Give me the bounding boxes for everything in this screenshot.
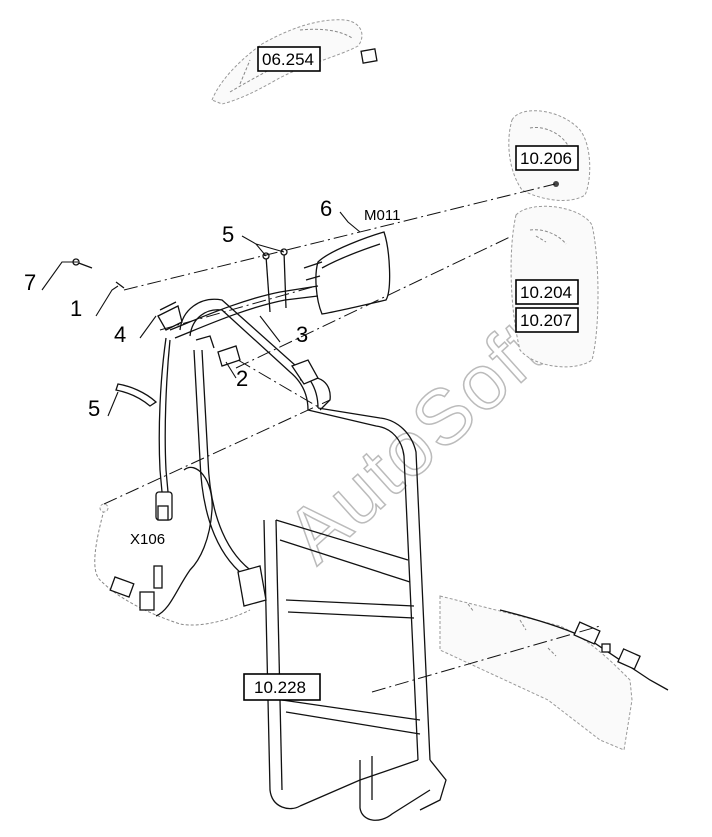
ref-box-10-207[interactable]: 10.207 (515, 307, 579, 333)
callout-5-top: 5 (222, 222, 234, 247)
callout-5-left: 5 (88, 396, 100, 421)
callout-3: 3 (296, 322, 308, 347)
ref-box-06-254[interactable]: 06.254 (257, 46, 321, 72)
bracket-4 (157, 301, 183, 331)
leader-lines (41, 211, 361, 417)
svg-text:10.206: 10.206 (520, 149, 572, 168)
ref-box-10-204[interactable]: 10.204 (515, 279, 579, 305)
alignment-lines (103, 183, 601, 693)
clip-2 (195, 335, 241, 367)
harness-x106 (155, 337, 173, 521)
connector-x106: X106 (130, 531, 165, 548)
cab-frame (179, 298, 447, 821)
callout-7: 7 (24, 270, 36, 295)
ref-box-10-228[interactable]: 10.228 (243, 673, 321, 701)
lower-left-harness (94, 466, 251, 626)
connector-m011: M011 (364, 207, 400, 224)
work-lamp (303, 231, 391, 315)
svg-text:10.204: 10.204 (520, 283, 572, 302)
callout-2: 2 (236, 366, 248, 391)
cable-tie (115, 383, 158, 407)
svg-text:10.207: 10.207 (520, 311, 572, 330)
callout-4: 4 (114, 322, 126, 347)
svg-text:06.254: 06.254 (262, 50, 314, 69)
screw-washer (72, 258, 125, 289)
callout-6: 6 (320, 196, 332, 221)
svg-text:10.228: 10.228 (254, 678, 306, 697)
callout-1: 1 (70, 296, 82, 321)
lower-right-harness (439, 595, 669, 751)
ref-box-10-206[interactable]: 10.206 (515, 145, 579, 171)
